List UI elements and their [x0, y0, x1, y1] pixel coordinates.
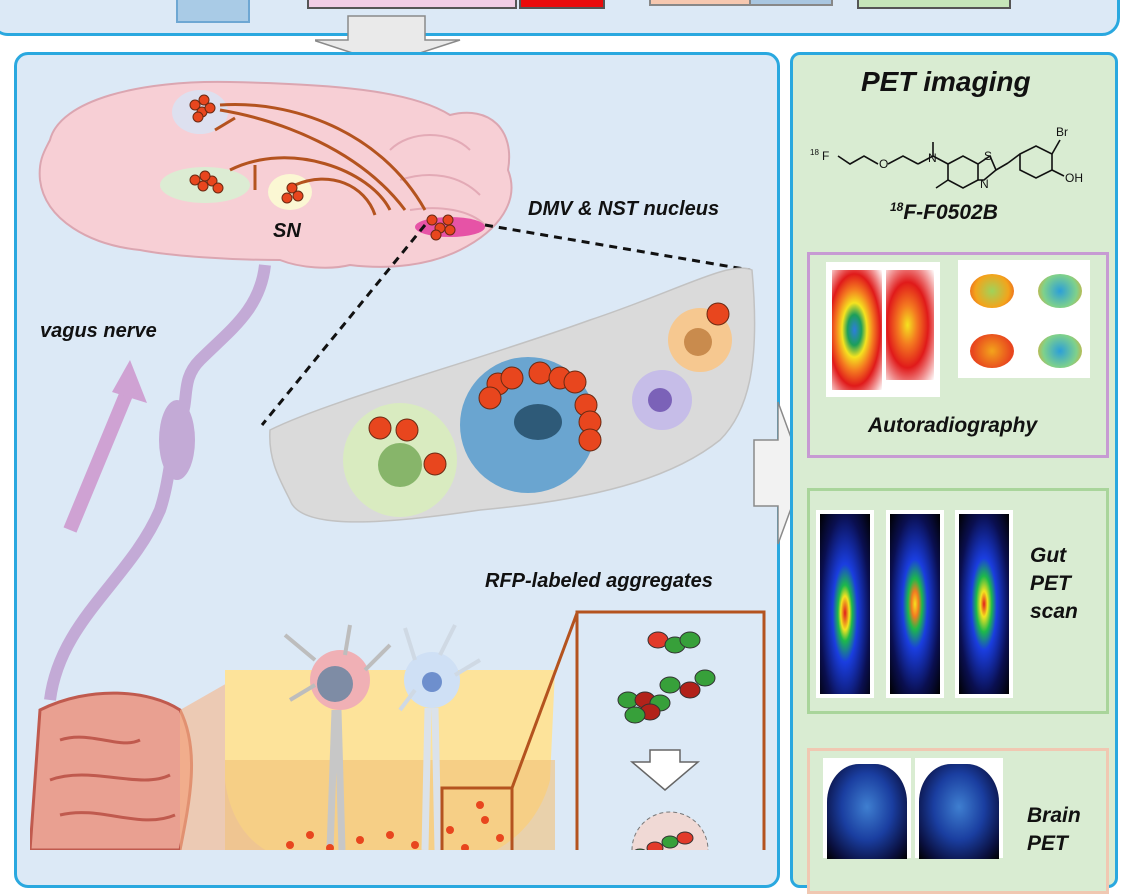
gut-pet-label-line3: scan	[1030, 600, 1078, 623]
brain-pet-label-line2: PET	[1027, 832, 1068, 855]
tracer-name: 18F-F0502B	[890, 200, 998, 225]
banner-box-green	[857, 0, 1011, 9]
banner-box-pink	[307, 0, 517, 9]
autoradiography-image-right	[958, 260, 1090, 378]
sn-label: SN	[273, 220, 301, 242]
gut-pet-scan-image-1	[816, 510, 874, 698]
structure-n: N	[928, 151, 937, 165]
structure-br: Br	[1056, 125, 1068, 139]
structure-oh: OH	[1065, 171, 1083, 185]
gut-pet-label-line2: PET	[1030, 572, 1071, 595]
enteric-neuron-right	[398, 624, 482, 850]
brain-pet-image-1	[823, 758, 911, 859]
aggregate-chain-top	[617, 631, 716, 724]
enteric-neuron-left	[283, 624, 392, 850]
structure-s: S	[984, 149, 992, 163]
rfp-aggregates-label: RFP-labeled aggregates	[485, 570, 713, 592]
pet-imaging-title: PET imaging	[861, 66, 1031, 97]
gut-intestine	[30, 691, 193, 850]
structure-f: F	[822, 149, 829, 163]
tracer-name-text: F-F0502B	[903, 201, 998, 224]
gut-pet-label-line1: Gut	[1030, 544, 1067, 567]
vagus-nerve-label: vagus nerve	[40, 320, 157, 342]
brain-pet-label-line1: Brain	[1027, 804, 1081, 827]
brain-illustration	[30, 80, 766, 850]
vagus-up-arrow	[63, 382, 137, 533]
brain-pet-image-2	[915, 758, 1003, 859]
dmv-nst-label: DMV & NST nucleus	[528, 198, 720, 220]
tracer-structure: 18 F O N S N Br OH	[810, 125, 1083, 191]
gut-pet-scan-image-2	[886, 510, 944, 698]
autoradiography-image-left	[826, 262, 940, 397]
banner-box-peach	[649, 0, 753, 6]
banner-arrow-shape	[176, 0, 250, 23]
gut-pet-scan-image-3	[955, 510, 1013, 698]
aggregate-clusters	[189, 94, 456, 241]
top-banner	[0, 0, 1120, 36]
structure-o: O	[879, 157, 888, 171]
banner-box-red	[519, 0, 605, 9]
autoradiography-label: Autoradiography	[868, 414, 1038, 437]
banner-box-blue	[749, 0, 833, 6]
tracer-name-superscript: 18	[890, 200, 904, 214]
structure-f18: 18	[810, 148, 819, 157]
structure-n2: N	[980, 177, 989, 191]
inset-down-arrow	[629, 749, 701, 791]
brain-sagittal	[38, 80, 513, 269]
